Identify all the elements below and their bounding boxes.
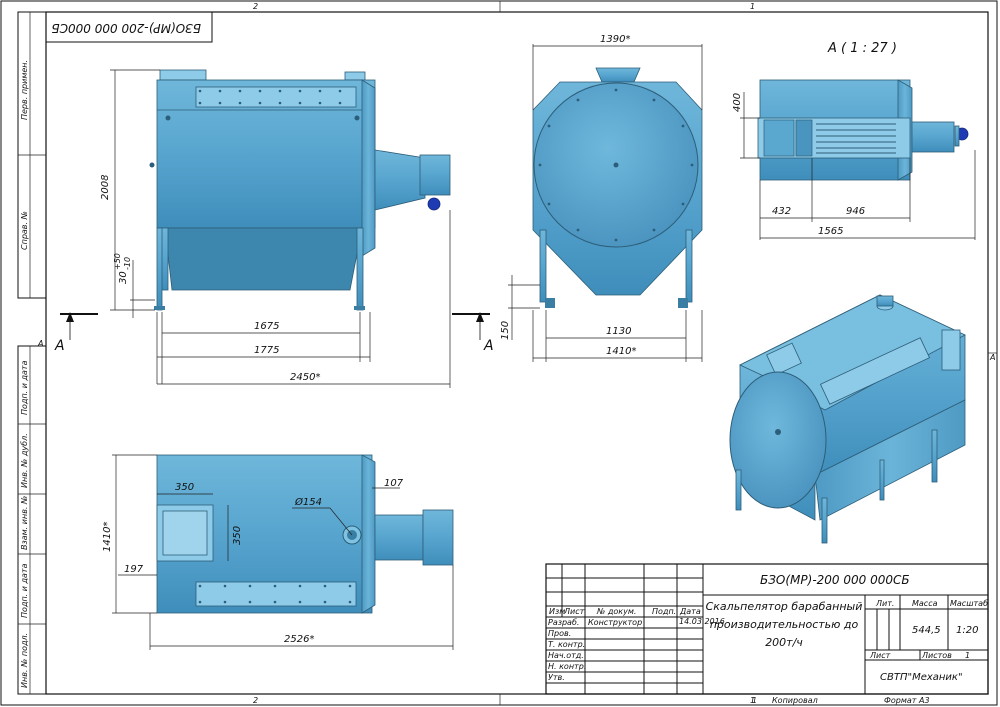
stamp-podp-1: Подп. и дата xyxy=(20,360,29,415)
svg-text:107: 107 xyxy=(384,478,404,489)
zone-left-A: А xyxy=(37,339,43,348)
zone-bottom-2: 2 xyxy=(253,696,258,705)
svg-text:2526*: 2526* xyxy=(284,634,314,645)
svg-text:1: 1 xyxy=(965,651,970,660)
view-a: А ( 1 : 27 ) xyxy=(757,41,969,181)
svg-text:946: 946 xyxy=(846,206,865,217)
copied-label: Копировал xyxy=(772,696,818,705)
svg-text:Нач.отд.: Нач.отд. xyxy=(548,651,584,660)
svg-text:А: А xyxy=(483,338,494,354)
zone-right-A: А xyxy=(989,353,995,362)
drawing-code: БЗО(МР)-200 000 000СБ xyxy=(760,573,910,587)
svg-text:Ø154: Ø154 xyxy=(294,496,322,508)
front-dimensions: 2008 30 +50 -10 1675 1775 2450* А А xyxy=(54,69,494,388)
view-a-dimensions: 400 432 946 1565 xyxy=(732,92,976,240)
plan-dimensions: 350 350 Ø154 107 197 1410* 2526* xyxy=(102,454,454,650)
plan-view xyxy=(156,454,454,614)
mass-value: 544,5 xyxy=(912,625,941,636)
stamp-sprav: Справ. № xyxy=(20,211,29,250)
svg-text:Лит.: Лит. xyxy=(875,599,894,608)
svg-text:Т. контр.: Т. контр. xyxy=(548,640,585,649)
svg-text:1: 1 xyxy=(752,696,757,705)
svg-text:2450*: 2450* xyxy=(290,372,320,383)
svg-text:1410*: 1410* xyxy=(606,346,636,357)
stamp-inv-podl: Инв. № подл. xyxy=(20,633,29,688)
svg-text:Листов: Листов xyxy=(921,651,952,660)
svg-text:Масштаб: Масштаб xyxy=(950,599,988,608)
svg-text:Утв.: Утв. xyxy=(548,673,565,682)
svg-text:Конструктор: Конструктор xyxy=(588,618,642,627)
stamp-inv-dubl: Инв. № дубл. xyxy=(20,433,29,488)
svg-text:Дата: Дата xyxy=(679,607,701,616)
svg-text:1775: 1775 xyxy=(254,345,279,356)
svg-text:432: 432 xyxy=(772,206,791,217)
title-line-1: Скальпелятор барабанный xyxy=(706,600,863,613)
svg-text:Пров.: Пров. xyxy=(548,629,571,638)
scale-value: 1:20 xyxy=(956,625,978,636)
svg-text:А: А xyxy=(54,338,65,354)
svg-text:Н. контр.: Н. контр. xyxy=(548,662,586,671)
svg-text:350: 350 xyxy=(175,482,194,493)
mirrored-code-box: БЗО(МР)-200 000 000СБ xyxy=(45,11,213,43)
svg-text:1410*: 1410* xyxy=(102,522,113,552)
side-view xyxy=(532,67,703,308)
isometric-view xyxy=(729,294,966,544)
format-label: Формат А3 xyxy=(884,696,930,705)
svg-text:Масса: Масса xyxy=(912,599,938,608)
svg-text:150: 150 xyxy=(500,321,511,340)
svg-text:14.03.2016: 14.03.2016 xyxy=(679,617,725,626)
side-dimensions: 1390* 1130 1410* 150 xyxy=(500,34,703,362)
svg-text:Изм: Изм xyxy=(549,607,565,616)
stamp-vzam: Взам. инв. № xyxy=(20,496,29,550)
title-line-2: производительностью до xyxy=(710,618,859,631)
svg-text:350: 350 xyxy=(232,526,243,545)
svg-text:1565: 1565 xyxy=(818,226,843,237)
svg-text:1390*: 1390* xyxy=(600,34,630,45)
svg-text:30: 30 xyxy=(118,271,129,284)
view-a-label: А ( 1 : 27 ) xyxy=(827,41,897,56)
svg-text:197: 197 xyxy=(124,564,144,575)
stamp-podp-2: Подп. и дата xyxy=(20,563,29,618)
front-view xyxy=(149,69,451,311)
side-stamp-column: Перв. примен. Справ. № Подп. и дата Инв.… xyxy=(17,11,47,695)
svg-text:400: 400 xyxy=(732,93,743,112)
svg-text:Лист: Лист xyxy=(563,607,585,616)
svg-text:+50: +50 xyxy=(113,253,122,270)
svg-text:-10: -10 xyxy=(123,257,132,270)
svg-text:1675: 1675 xyxy=(254,321,279,332)
zone-top-2: 2 xyxy=(253,2,258,11)
svg-text:№ докум.: № докум. xyxy=(596,607,636,616)
svg-text:БЗО(МР)-200 000 000СБ: БЗО(МР)-200 000 000СБ xyxy=(51,21,201,35)
svg-text:2008: 2008 xyxy=(100,175,111,200)
zone-bottom-1: 1 xyxy=(750,696,755,705)
svg-text:Подп.: Подп. xyxy=(652,607,676,616)
organization: СВТП"Механик" xyxy=(880,672,963,683)
svg-text:1130: 1130 xyxy=(606,326,631,337)
svg-text:Лист: Лист xyxy=(869,651,891,660)
zone-top-1: 1 xyxy=(750,2,755,11)
svg-text:Разраб.: Разраб. xyxy=(548,618,579,627)
title-line-3: 200т/ч xyxy=(765,636,803,649)
stamp-perv-primen: Перв. примен. xyxy=(20,60,29,120)
title-block: БЗО(МР)-200 000 000СБ Скальпелятор бараб… xyxy=(545,563,989,705)
